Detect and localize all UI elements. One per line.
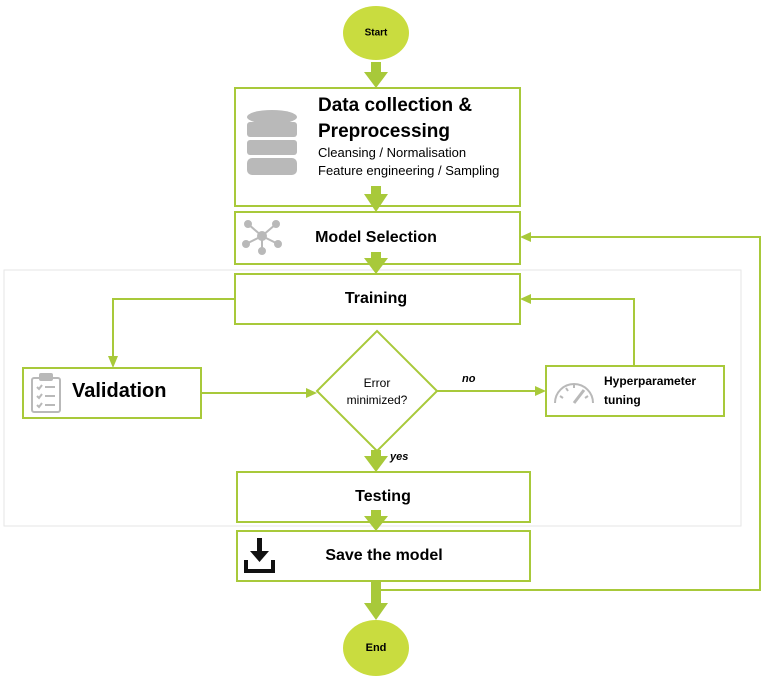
download-icon <box>244 538 275 573</box>
arrowhead-training-validation <box>108 356 118 368</box>
network-icon <box>242 220 282 255</box>
connector-hyper-training <box>528 298 635 366</box>
data-collection-title-line2: Preprocessing <box>318 121 450 142</box>
hyperparameter-box <box>545 365 725 417</box>
connector-testing-save <box>371 510 381 518</box>
arrowhead-save-end <box>364 603 388 620</box>
database-icon <box>247 110 297 175</box>
gauge-icon <box>554 383 594 404</box>
connector-data-model <box>371 186 381 196</box>
connector-save-end <box>371 581 381 605</box>
validation-label: Validation <box>72 380 167 402</box>
branch-no-label: no <box>462 373 476 385</box>
clipboard-checklist-icon <box>31 373 61 413</box>
connector-decision-testing <box>371 450 381 458</box>
data-collection-title-line1: Data collection & <box>318 95 473 116</box>
decision-diamond <box>315 329 439 453</box>
save-model-box <box>236 530 531 582</box>
training-label: Training <box>344 290 408 307</box>
decision-line1: Error <box>363 376 391 390</box>
data-collection-detail-line1: Cleansing / Normalisation <box>318 145 467 160</box>
decision-line2: minimized? <box>346 393 408 407</box>
testing-label: Testing <box>355 488 411 505</box>
hyperparameter-line1: Hyperparameter <box>604 374 697 388</box>
save-model-label: Save the model <box>325 547 443 564</box>
end-terminal <box>343 620 409 676</box>
arrowhead-model-training <box>364 258 388 274</box>
data-collection-detail-line2: Feature engineering / Sampling <box>318 163 500 178</box>
connector-loop-model-selection <box>381 236 761 591</box>
model-selection-label: Model Selection <box>315 229 437 246</box>
arrowhead-decision-testing <box>364 456 388 472</box>
connector-model-training <box>371 252 381 260</box>
start-label: Start <box>364 27 388 39</box>
arrowhead-testing-save <box>364 516 388 531</box>
arrowhead-validation-decision <box>306 388 317 398</box>
testing-box <box>236 471 531 523</box>
connector-start-data <box>371 62 381 74</box>
arrowhead-data-model <box>364 194 388 212</box>
end-label: End <box>365 642 387 654</box>
start-terminal <box>343 6 409 60</box>
arrowhead-loop-model <box>520 232 531 242</box>
hyperparameter-line2: tuning <box>604 393 641 407</box>
arrowhead-decision-hyper <box>535 386 546 396</box>
arrowhead-hyper-training <box>520 294 531 304</box>
branch-yes-label: yes <box>390 451 409 463</box>
connector-training-validation <box>112 298 235 358</box>
arrowhead-start-data <box>364 72 388 88</box>
